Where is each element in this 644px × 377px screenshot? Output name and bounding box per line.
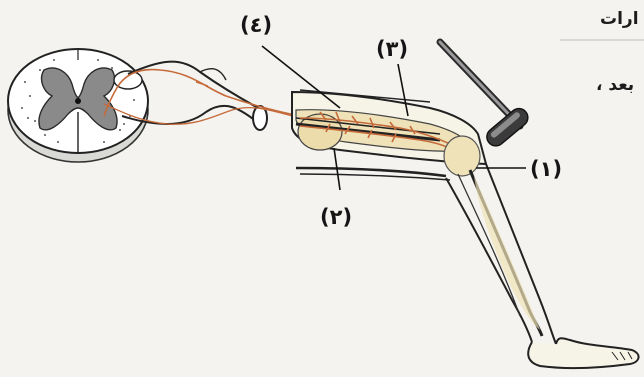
spinal-cord-cross-section	[8, 49, 148, 162]
foot	[528, 338, 638, 368]
lower-leg	[446, 164, 639, 368]
page-edge-text-line1: ارات	[600, 9, 639, 29]
central-canal	[75, 98, 81, 104]
page-edge-text-line2: ، بعد	[596, 75, 634, 95]
thigh	[292, 90, 486, 180]
label-4: (٤)	[240, 13, 272, 37]
label-2: (٢)	[320, 205, 352, 229]
label-3: (٣)	[376, 37, 408, 61]
label-1: (١)	[530, 157, 562, 181]
